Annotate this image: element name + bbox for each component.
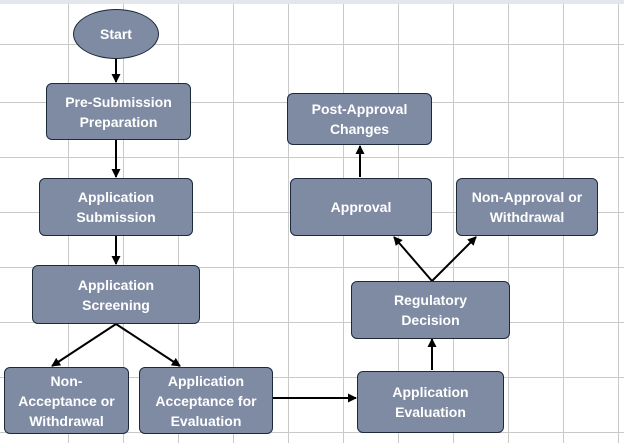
post-approval-changes-node: Post-Approval Changes bbox=[287, 93, 432, 145]
non-acceptance-or-withdrawal-label: Non- Acceptance or Withdrawal bbox=[18, 372, 115, 429]
non-approval-or-withdrawal-label: Non-Approval or Withdrawal bbox=[471, 189, 583, 225]
regulatory-decision-node: Regulatory Decision bbox=[351, 281, 510, 339]
application-acceptance-label: Application Acceptance for Evaluation bbox=[155, 372, 257, 429]
application-screening-label: Application Screening bbox=[77, 276, 155, 313]
application-evaluation-node: Application Evaluation bbox=[357, 371, 504, 433]
application-submission-node: Application Submission bbox=[39, 178, 193, 236]
top-toolbar-strip bbox=[0, 0, 624, 4]
arrow-decision-to-non-approval bbox=[431, 236, 477, 282]
non-approval-or-withdrawal-node: Non-Approval or Withdrawal bbox=[456, 178, 598, 236]
non-acceptance-or-withdrawal-node: Non- Acceptance or Withdrawal bbox=[4, 367, 129, 434]
approval-node: Approval bbox=[290, 178, 432, 236]
post-approval-changes-label: Post-Approval Changes bbox=[311, 101, 408, 137]
application-submission-label: Application Submission bbox=[76, 189, 156, 225]
pre-submission-preparation-label: Pre-Submission Preparation bbox=[65, 93, 172, 130]
arrow-screening-to-non-acceptance bbox=[51, 323, 117, 367]
arrow-decision-to-approval bbox=[393, 236, 433, 282]
application-evaluation-label: Application Evaluation bbox=[392, 384, 469, 420]
pre-submission-preparation-node: Pre-Submission Preparation bbox=[46, 83, 191, 140]
start-node-label: Start bbox=[100, 26, 132, 42]
start-node: Start bbox=[73, 9, 159, 59]
approval-label: Approval bbox=[330, 199, 392, 215]
application-acceptance-node: Application Acceptance for Evaluation bbox=[139, 367, 273, 434]
application-screening-node: Application Screening bbox=[32, 265, 200, 324]
arrow-screening-to-acceptance bbox=[115, 323, 181, 367]
regulatory-decision-label: Regulatory Decision bbox=[393, 292, 468, 328]
